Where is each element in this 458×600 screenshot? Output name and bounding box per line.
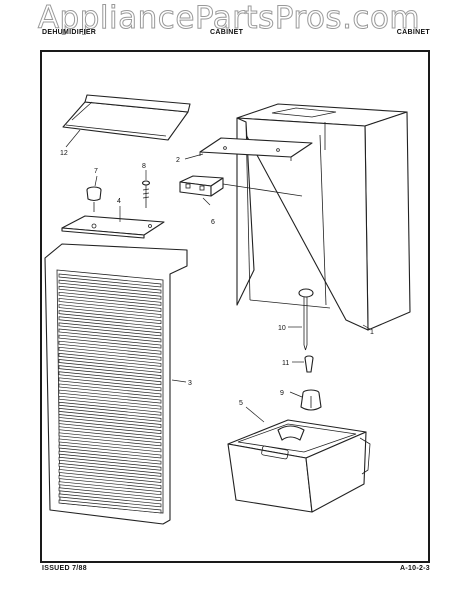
callout-11: 11 [282,360,289,367]
part-9-float[interactable] [300,389,322,411]
grille-slat [58,359,162,373]
part-1-cabinet[interactable] [236,103,411,331]
part-8-screw[interactable] [141,180,151,208]
callout-10: 10 [278,325,286,332]
grille-slat [58,432,162,447]
grille-slat [58,353,162,367]
grille-slat [58,340,162,355]
grille-slat [58,310,162,325]
grille-slat [58,456,162,471]
grille-slat [58,334,162,349]
grille-slat [58,407,162,422]
part-2-bracket[interactable] [199,137,313,161]
header-title: CABINET [396,29,430,36]
grille-slat [58,285,162,300]
grille-slat [58,475,162,489]
grille-slat [58,401,162,416]
grille-slat [58,426,162,441]
part-7-knob[interactable] [86,186,102,212]
grille-slat [58,298,162,312]
callout-2: 2 [176,157,180,164]
grille-slat [58,316,162,331]
grille-slat [58,383,162,398]
part-11-screw[interactable] [304,355,314,373]
callout-6: 6 [211,219,215,226]
callout-7: 7 [94,168,98,175]
grille-slat [58,377,162,392]
grille-slat [58,365,162,380]
grille-slat [58,499,162,514]
grille-slat [58,481,162,496]
part-3-grille[interactable] [44,243,188,525]
callout-9: 9 [280,390,284,397]
grille-slat [58,371,162,386]
grille-slat [58,493,162,508]
grille-slat [58,322,162,337]
grille-slat [58,304,162,318]
callout-4: 4 [117,198,121,205]
watermark-logo: AppliancePartsPros.com [37,0,421,37]
callout-3: 3 [188,380,192,387]
callout-5: 5 [239,400,243,407]
grille-slat [58,469,162,483]
grille-slat [58,395,162,410]
grille-slat [58,450,162,465]
page-code: A-10-2-3 [399,565,430,572]
callout-1: 1 [370,329,374,336]
grille-slat [58,328,162,343]
part-10-float-rod[interactable] [298,288,314,351]
header-product: DEHUMIDIFIER [42,29,97,36]
grille-slat [58,444,162,459]
callout-8: 8 [142,163,146,170]
grille-slat [58,291,162,306]
part-4-plate[interactable] [61,215,165,239]
grille-slat [58,462,162,477]
grille-slat [58,487,162,502]
grille-slat [58,420,162,434]
grille-slat [58,389,162,404]
grille-slat [58,346,162,361]
callout-12: 12 [60,150,68,157]
grille-slat [58,438,162,453]
diagram-frame [40,50,430,563]
header-section: CABINET [210,29,244,36]
part-6-switch[interactable] [179,175,224,197]
grille-slat [58,414,162,428]
part-5-bucket[interactable] [227,419,371,513]
grille-slat [58,279,162,294]
part-12-top-cover[interactable] [62,94,191,141]
grille-slat [58,273,162,288]
issued-date: ISSUED 7/88 [42,565,87,572]
